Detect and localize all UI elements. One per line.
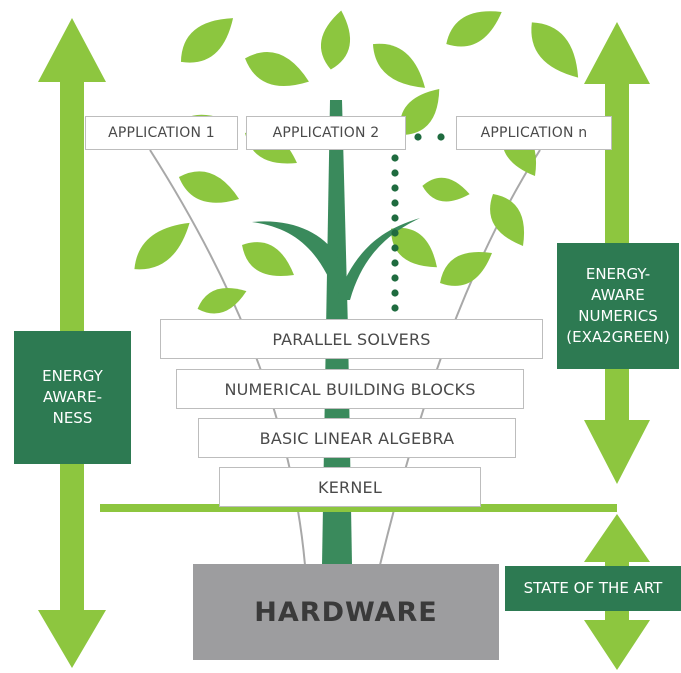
leaf-icon bbox=[391, 227, 437, 268]
hardware-box: HARDWARE bbox=[193, 564, 499, 660]
leaf-icon bbox=[372, 43, 426, 88]
divider-line bbox=[100, 504, 617, 512]
connector-dot bbox=[437, 133, 445, 141]
dotted-connector-icon bbox=[391, 133, 445, 312]
leaf-icon bbox=[178, 171, 240, 203]
leaf-icon bbox=[197, 288, 247, 314]
basic-linear-algebra-box: BASIC LINEAR ALGEBRA bbox=[198, 418, 516, 458]
state-of-the-art-label: STATE OF THE ART bbox=[505, 566, 681, 611]
leaf-icon bbox=[399, 89, 440, 135]
leaf-icon bbox=[134, 222, 190, 270]
connector-dot bbox=[391, 214, 399, 222]
leaf-icon bbox=[242, 242, 294, 276]
leaf-icon bbox=[422, 177, 470, 202]
energy-aware-numerics-label: ENERGY- AWARE NUMERICS (EXA2GREEN) bbox=[557, 243, 679, 369]
leaf-icon bbox=[446, 11, 502, 47]
kernel-box: KERNEL bbox=[219, 467, 481, 507]
connector-dot bbox=[391, 169, 399, 177]
application-2-box: APPLICATION 2 bbox=[246, 116, 406, 150]
connector-dot bbox=[391, 259, 399, 267]
connector-dot bbox=[391, 304, 399, 312]
connector-dot bbox=[391, 274, 399, 282]
leaf-icon bbox=[531, 22, 579, 78]
leaf-icon bbox=[245, 52, 309, 86]
leaf-icon bbox=[180, 18, 234, 63]
leaf-icon bbox=[320, 10, 350, 70]
connector-dot bbox=[391, 229, 399, 237]
connector-dot bbox=[391, 244, 399, 252]
parallel-solvers-box: PARALLEL SOLVERS bbox=[160, 319, 543, 359]
connector-dot bbox=[391, 184, 399, 192]
leaf-icon bbox=[440, 252, 492, 286]
application-1-box: APPLICATION 1 bbox=[85, 116, 238, 150]
connector-dot bbox=[414, 133, 422, 141]
connector-dot bbox=[391, 289, 399, 297]
energy-awareness-label: ENERGY AWARE- NESS bbox=[14, 331, 131, 464]
leaf-icon bbox=[490, 194, 524, 246]
numerical-building-blocks-box: NUMERICAL BUILDING BLOCKS bbox=[176, 369, 524, 409]
connector-dot bbox=[391, 154, 399, 162]
connector-dot bbox=[391, 199, 399, 207]
application-n-box: APPLICATION n bbox=[456, 116, 612, 150]
